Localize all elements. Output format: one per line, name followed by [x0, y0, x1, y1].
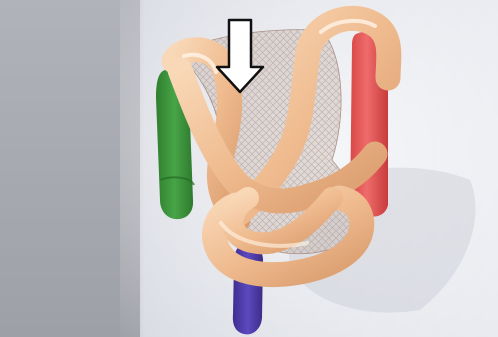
left-wall [0, 0, 140, 337]
